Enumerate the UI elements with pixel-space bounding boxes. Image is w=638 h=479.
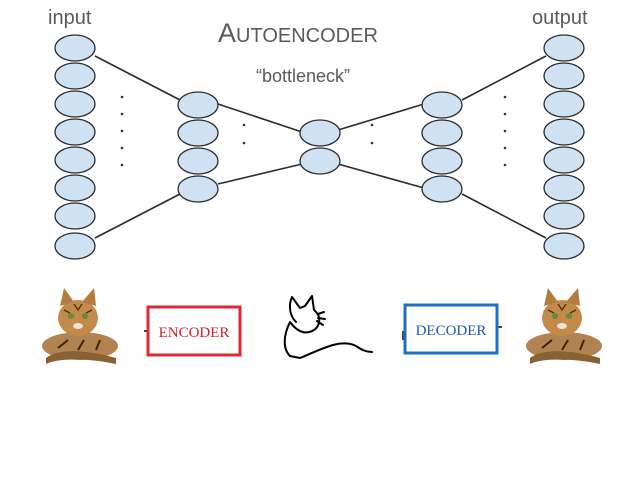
input-node <box>54 174 96 202</box>
cat-sketch <box>283 295 373 359</box>
output-node <box>543 90 585 118</box>
input-layer <box>54 34 96 260</box>
dot <box>370 123 374 127</box>
diagram-title: AUTOENCODER <box>218 18 378 48</box>
bottleneck-label: “bottleneck” <box>256 66 350 86</box>
output-node <box>543 202 585 230</box>
encoder-node <box>177 91 219 119</box>
dot <box>503 163 507 167</box>
dot <box>503 95 507 99</box>
edge-enc-bottom <box>217 163 303 185</box>
input-node <box>54 90 96 118</box>
decoder-node <box>421 91 463 119</box>
decoder-hidden-layer <box>421 91 463 203</box>
dot <box>242 141 246 145</box>
network-edges <box>94 55 547 239</box>
decoder-node <box>421 119 463 147</box>
input-node <box>54 232 96 260</box>
edge-dec-top <box>337 103 425 131</box>
bottleneck-node <box>299 147 341 175</box>
input-node <box>54 146 96 174</box>
title-rest: UTOENCODER <box>236 25 378 47</box>
dot <box>370 141 374 145</box>
output-cat-photo <box>526 288 602 364</box>
edge-output-bottom <box>461 193 547 239</box>
output-node <box>543 62 585 90</box>
encoder-label: ENCODER <box>159 325 230 341</box>
dot <box>503 129 507 133</box>
dot <box>120 95 124 99</box>
output-node <box>543 146 585 174</box>
title-first-letter: A <box>218 18 236 48</box>
decoder-node <box>421 175 463 203</box>
encoder-node <box>177 147 219 175</box>
output-node <box>543 34 585 62</box>
output-node <box>543 232 585 260</box>
edge-input-bottom <box>94 193 181 239</box>
input-label: input <box>48 7 92 29</box>
dot <box>503 112 507 116</box>
dot <box>503 146 507 150</box>
decoder-box <box>403 303 499 355</box>
input-node <box>54 34 96 62</box>
input-node <box>54 62 96 90</box>
input-node <box>54 202 96 230</box>
encoder-box <box>146 305 242 357</box>
encoder-node <box>177 175 219 203</box>
dot <box>242 123 246 127</box>
bottleneck-node <box>299 119 341 147</box>
edge-enc-top <box>217 103 303 133</box>
dot <box>120 112 124 116</box>
output-label: output <box>532 7 588 29</box>
decoder-node <box>421 147 463 175</box>
decoder-label: DECODER <box>416 323 487 339</box>
encoder-node <box>177 119 219 147</box>
bottleneck-layer <box>299 119 341 175</box>
ellipsis-dots <box>120 95 507 167</box>
input-cat-photo <box>42 288 118 364</box>
edge-input-top <box>94 55 181 101</box>
output-layer <box>543 34 585 260</box>
dot <box>120 146 124 150</box>
output-node <box>543 118 585 146</box>
dot <box>120 163 124 167</box>
dot <box>120 129 124 133</box>
output-node <box>543 174 585 202</box>
input-node <box>54 118 96 146</box>
edge-dec-bottom <box>337 163 425 189</box>
edge-output-top <box>461 55 547 101</box>
encoder-hidden-layer <box>177 91 219 203</box>
